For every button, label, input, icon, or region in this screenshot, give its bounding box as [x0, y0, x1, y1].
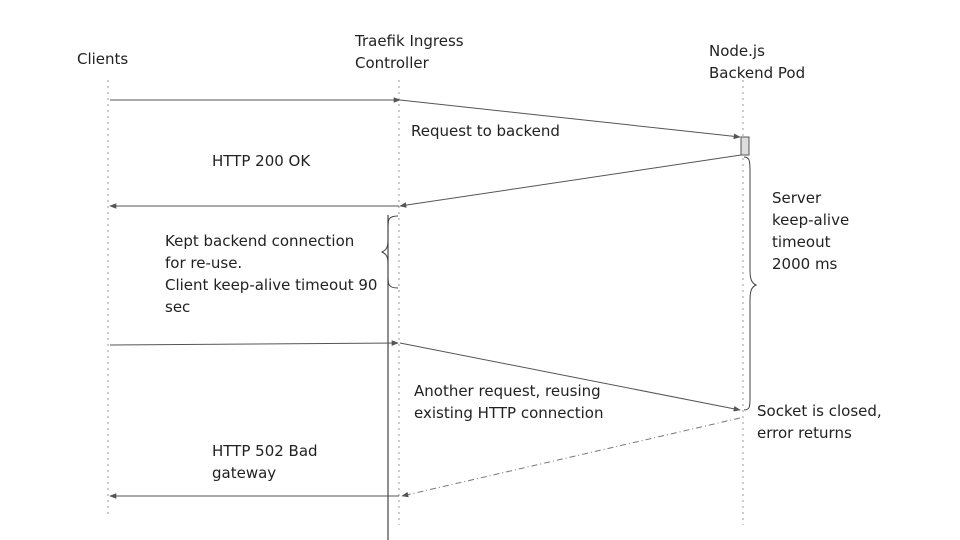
label-request-to-backend: Request to backend — [411, 122, 560, 140]
server-keepalive-brace — [743, 156, 758, 411]
arrow-error-return — [401, 417, 741, 498]
participant-clients: Clients — [77, 50, 129, 68]
participant-traefik: Traefik Ingress Controller — [355, 32, 464, 72]
nodejs-activation-box — [740, 136, 750, 156]
arrow-backend-response — [399, 154, 742, 208]
label-http-502: HTTP 502 Bad gateway — [212, 442, 318, 482]
note-socket-closed: Socket is closed, error returns — [757, 402, 882, 442]
label-http-200: HTTP 200 OK — [212, 152, 311, 170]
participant-nodejs: Node.js Backend Pod — [709, 42, 806, 82]
note-server-keepalive: Server keep-alive timeout 2000 ms — [772, 189, 850, 273]
arrow-another-request — [399, 342, 741, 412]
label-another-request: Another request, reusing existing HTTP c… — [414, 382, 604, 422]
note-kept-connection: Kept backend connection for re-use. Clie… — [165, 232, 378, 316]
arrow-client-to-traefik-2 — [109, 340, 399, 346]
arrow-request-to-backend — [399, 99, 741, 140]
kept-connection-brace — [380, 215, 399, 289]
